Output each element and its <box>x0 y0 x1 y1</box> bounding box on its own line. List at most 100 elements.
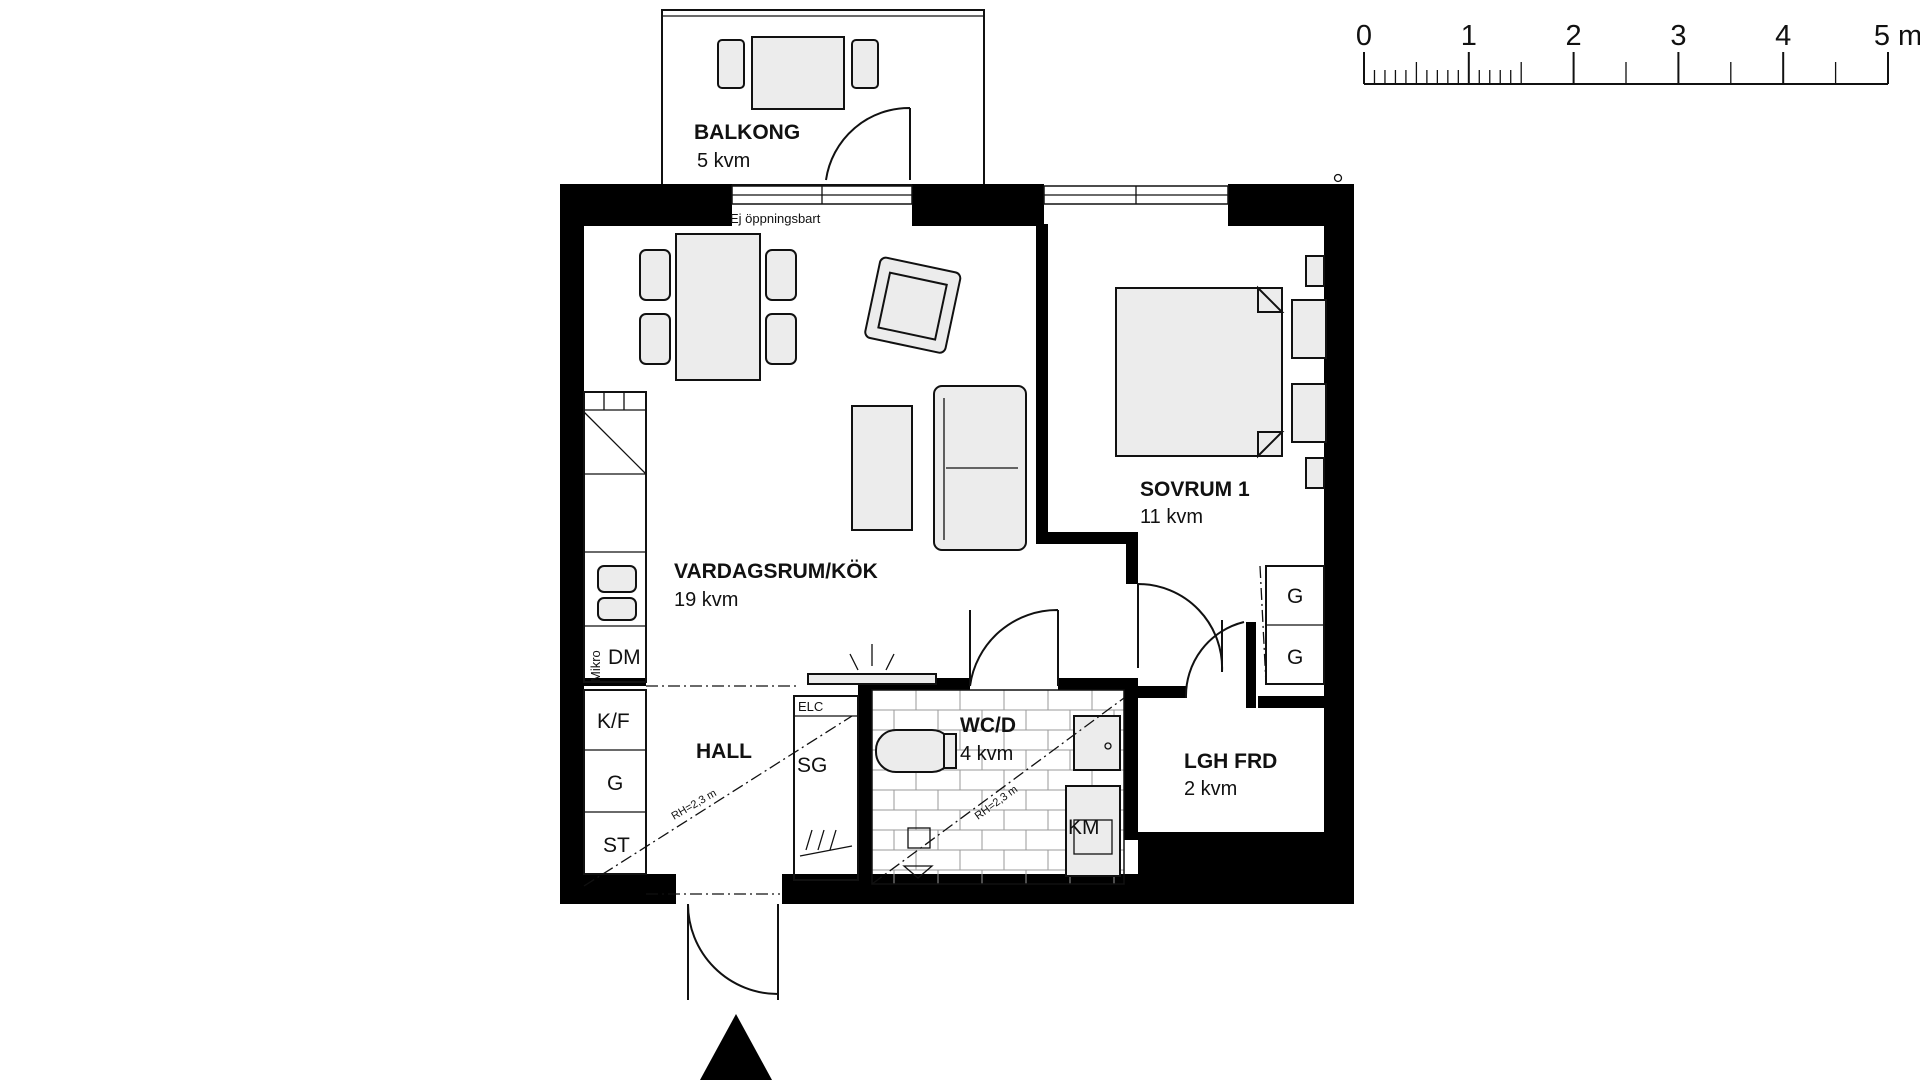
room-area-lgh: 2 kvm <box>1184 778 1237 800</box>
wardrobe-label: G <box>607 772 623 795</box>
room-area-sovrum: 11 kvm <box>1140 506 1203 528</box>
armchair <box>864 256 962 354</box>
nightstand <box>1291 299 1327 359</box>
scale-label: 3 <box>1670 20 1686 52</box>
living-room-label: VARDAGSRUM/KÖK 19 kvm <box>674 560 878 611</box>
kitchen-counter <box>583 391 647 683</box>
balcony-chair-left <box>717 39 745 89</box>
bedroom-door-swing <box>1137 582 1224 673</box>
scale-label: 5 m <box>1874 20 1920 52</box>
entrance-arrow-icon <box>700 1014 772 1080</box>
radiator-body <box>807 673 937 685</box>
washbasin-drain <box>1104 742 1112 750</box>
wall-lgh-top-right <box>1258 696 1328 708</box>
dishwasher-label: DM <box>608 646 641 669</box>
wall-block-bottom-right <box>1138 832 1354 904</box>
wall-bottom-left <box>560 874 676 904</box>
room-name-wc: WC/D <box>960 714 1016 737</box>
toilet <box>875 729 953 773</box>
km-label: KM <box>1068 816 1100 839</box>
balcony-chair-right <box>851 39 879 89</box>
wall-bedroom-step <box>1036 532 1138 544</box>
apartment-storage: LGH FRD 2 kvm <box>1184 750 1277 800</box>
dining-chair <box>639 249 671 301</box>
dining-chair <box>639 313 671 365</box>
room-area-wc: 4 kvm <box>960 743 1013 765</box>
room-name-balkong: BALKONG <box>694 121 800 144</box>
wall-right <box>1324 184 1354 896</box>
kitchen: DM Mikro K/F G ST <box>583 391 647 875</box>
hall-ceiling-height: RH=2,3 m <box>670 787 719 822</box>
wall-wc-left <box>858 678 872 884</box>
radiator <box>807 644 937 685</box>
hanger-rail <box>799 829 853 857</box>
toilet-tank <box>943 733 957 769</box>
wc-door-swing <box>969 608 1059 687</box>
room-name-vardagsrum: VARDAGSRUM/KÖK <box>674 560 878 583</box>
nightstand <box>1291 383 1327 443</box>
lgh-door-swing <box>1184 621 1245 699</box>
shower-marker-icon <box>902 865 934 879</box>
wall-bedroom-stub <box>1126 532 1138 584</box>
armchair-seat <box>877 271 948 341</box>
windows: Ej öppningsbart <box>730 173 1343 226</box>
scale-label: 4 <box>1775 20 1791 52</box>
wardrobe-label-1: G <box>1287 585 1303 608</box>
vent-marker <box>1333 173 1343 183</box>
room-name-hall: HALL <box>696 740 752 763</box>
wall-left <box>560 184 584 896</box>
room-name-sovrum: SOVRUM 1 <box>1140 478 1250 501</box>
room-name-lgh: LGH FRD <box>1184 750 1277 773</box>
washbasin <box>1073 715 1121 771</box>
storage-label: ST <box>603 834 630 857</box>
bedroom-shelf <box>1305 255 1325 287</box>
fridge-label: K/F <box>597 710 630 733</box>
walls <box>560 184 1354 904</box>
dining-table <box>675 233 761 381</box>
interior-doors <box>969 582 1245 699</box>
balcony-outline <box>661 9 985 186</box>
bed-fold-bottom <box>1257 431 1285 459</box>
entrance-door <box>687 903 779 1000</box>
wall-wc-top-right <box>1058 678 1126 690</box>
wardrobe-label-2: G <box>1287 646 1303 669</box>
room-area-balkong: 5 kvm <box>697 150 750 172</box>
coffee-table <box>851 405 913 531</box>
sink-bowl <box>597 597 637 621</box>
wall-top-left <box>560 184 732 226</box>
living-room-furniture <box>639 233 1027 551</box>
balcony-table <box>751 36 845 110</box>
washing-machine <box>1065 785 1121 877</box>
scale-label: 2 <box>1566 20 1582 52</box>
double-bed <box>1115 287 1283 457</box>
floor-drain <box>907 827 931 849</box>
scale-bar-ticks <box>1363 52 1889 84</box>
wall-lgh-stub <box>1246 622 1256 708</box>
wardrobe-door-line <box>1259 565 1267 685</box>
wall-top-mid <box>912 184 1044 226</box>
dining-chair <box>765 249 797 301</box>
hall-rh-line <box>583 715 853 887</box>
dining-chair <box>765 313 797 365</box>
balcony-door-swing <box>825 106 911 181</box>
sg-label: SG <box>797 754 827 777</box>
bed-fold-top <box>1257 285 1285 313</box>
wall-wc-right <box>1124 678 1138 840</box>
scale-label: 0 <box>1356 20 1372 52</box>
microwave-label: Mikro <box>588 650 603 682</box>
hob-diagonal <box>583 411 647 475</box>
balcony: BALKONG 5 kvm <box>661 9 985 186</box>
hall-closet <box>793 695 859 881</box>
lamp-icon <box>849 644 895 671</box>
wall-lgh-top-left <box>1136 686 1186 698</box>
bathroom: WC/D 4 kvm KM RH=2,3 m <box>871 689 1125 885</box>
room-area-vardagsrum: 19 kvm <box>674 589 738 611</box>
wall-bedroom-left <box>1036 224 1048 542</box>
window-note: Ej öppningsbart <box>730 211 821 226</box>
wc-ceiling-height: RH=2,3 m <box>973 783 1020 822</box>
wc-rh-line <box>871 697 1125 885</box>
sink-bowl <box>597 565 637 593</box>
bedroom-shelf <box>1305 457 1325 489</box>
